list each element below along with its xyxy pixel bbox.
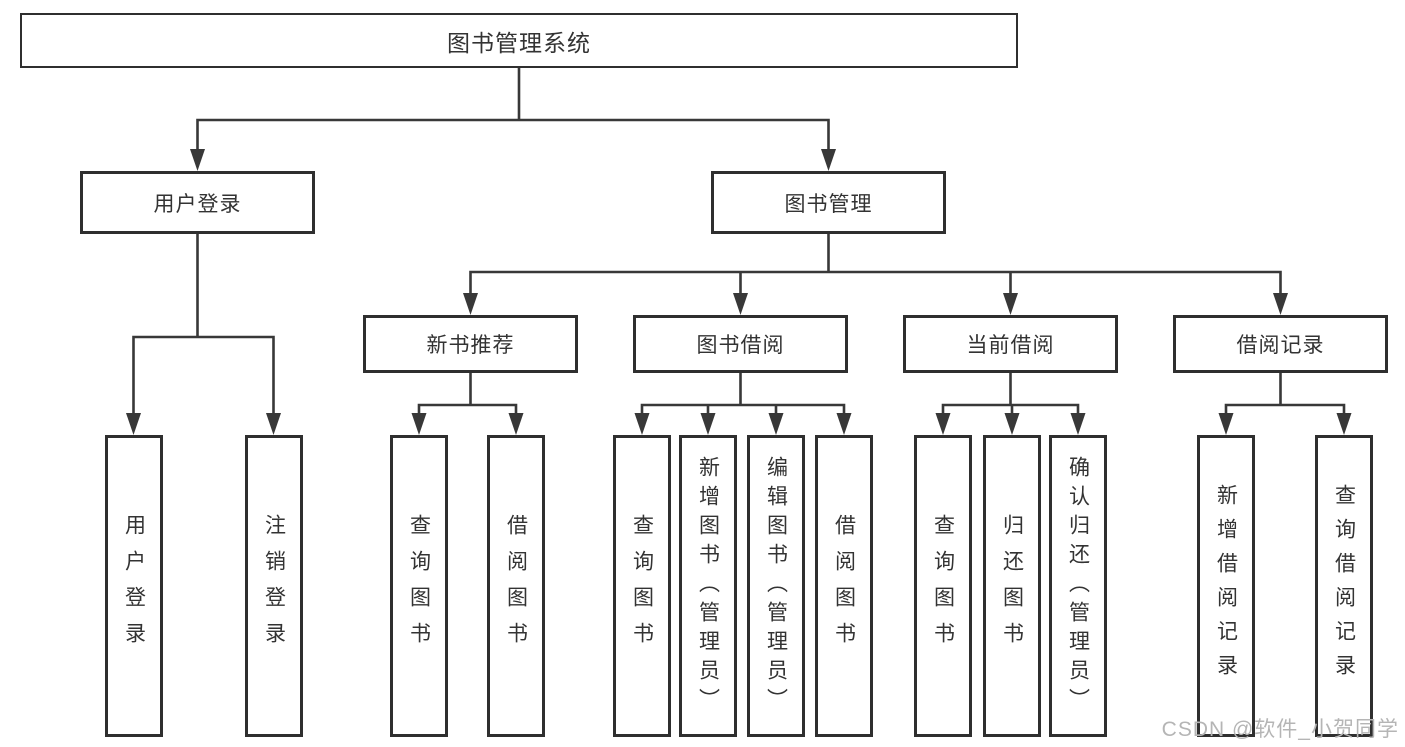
node-label: 查询图书 bbox=[931, 514, 955, 658]
node-leaf-add-borrow-record: 新增借阅记录 bbox=[1197, 435, 1255, 737]
node-book-management: 图书管理 bbox=[711, 171, 946, 234]
node-label: 借阅记录 bbox=[1236, 334, 1325, 357]
node-book-borrow: 图书借阅 bbox=[633, 315, 848, 373]
node-label: 用户登录 bbox=[122, 514, 146, 658]
node-leaf-user-login: 用户登录 bbox=[105, 435, 163, 737]
node-label: 图书管理 bbox=[784, 192, 873, 216]
node-leaf-query-borrow-record: 查询借阅记录 bbox=[1315, 435, 1373, 737]
node-root-label: 图书管理系统 bbox=[447, 29, 591, 56]
edges-root-to-level2 bbox=[190, 66, 836, 171]
edges-book-mgmt-to-level3 bbox=[463, 232, 1288, 315]
node-label: 图书借阅 bbox=[696, 334, 785, 357]
node-leaf-borrow-books: 借阅图书 bbox=[487, 435, 545, 737]
node-leaf-add-books-admin: 新增图书（管理员） bbox=[679, 435, 737, 737]
node-label: 新增图书（管理员） bbox=[696, 455, 720, 717]
node-label: 查询图书 bbox=[630, 514, 654, 658]
node-leaf-logout: 注销登录 bbox=[245, 435, 303, 737]
node-label: 注销登录 bbox=[262, 514, 286, 658]
node-new-book-recommend: 新书推荐 bbox=[363, 315, 578, 373]
node-user-login: 用户登录 bbox=[80, 171, 315, 234]
node-leaf-query-books: 查询图书 bbox=[613, 435, 671, 737]
node-leaf-query-books: 查询图书 bbox=[914, 435, 972, 737]
node-label: 编辑图书（管理员） bbox=[764, 455, 788, 717]
node-label: 借阅图书 bbox=[504, 514, 528, 658]
edges-user-login-to-leaves bbox=[126, 232, 281, 435]
node-label: 用户登录 bbox=[153, 192, 242, 216]
node-leaf-borrow-books: 借阅图书 bbox=[815, 435, 873, 737]
node-leaf-confirm-return-admin: 确认归还（管理员） bbox=[1049, 435, 1107, 737]
node-label: 当前借阅 bbox=[966, 334, 1055, 357]
node-leaf-edit-books-admin: 编辑图书（管理员） bbox=[747, 435, 805, 737]
node-label: 确认归还（管理员） bbox=[1066, 455, 1090, 717]
node-leaf-return-books: 归还图书 bbox=[983, 435, 1041, 737]
node-label: 新书推荐 bbox=[426, 334, 515, 357]
node-label: 查询图书 bbox=[407, 514, 431, 658]
edges-book-borrow bbox=[634, 371, 852, 435]
edges-borrow-records bbox=[1218, 371, 1352, 435]
node-label: 归还图书 bbox=[1000, 514, 1024, 658]
node-current-borrow: 当前借阅 bbox=[903, 315, 1118, 373]
edges-new-book-recommend bbox=[411, 371, 524, 435]
node-label: 查询借阅记录 bbox=[1332, 484, 1356, 688]
node-label: 借阅图书 bbox=[832, 514, 856, 658]
node-borrow-records: 借阅记录 bbox=[1173, 315, 1388, 373]
csdn-watermark: CSDN @软件_小贺同学 bbox=[1161, 718, 1399, 741]
node-leaf-query-books: 查询图书 bbox=[390, 435, 448, 737]
node-root: 图书管理系统 bbox=[20, 13, 1018, 68]
node-label: 新增借阅记录 bbox=[1214, 484, 1238, 688]
edges-current-borrow bbox=[935, 371, 1086, 435]
